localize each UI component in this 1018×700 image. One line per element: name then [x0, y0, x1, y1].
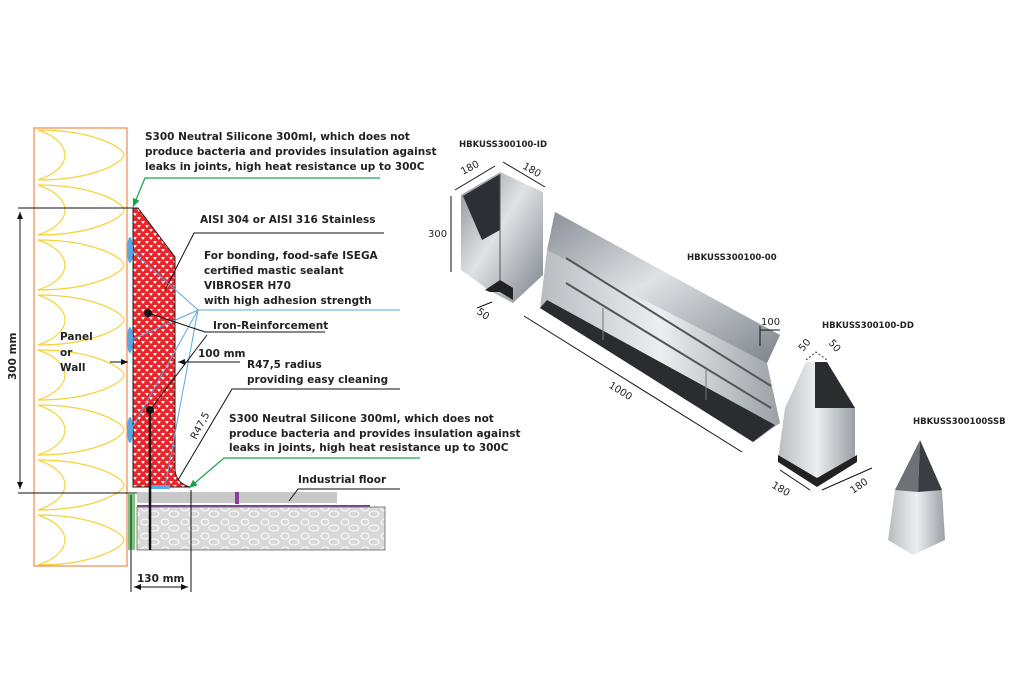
svg-text:300: 300: [428, 229, 447, 240]
stainless-callout: AISI 304 or AISI 316 Stainless: [164, 214, 384, 291]
svg-text:180: 180: [848, 476, 870, 496]
product-outer-corner: HBKUSS300100-DD 50 50 180 180: [770, 321, 914, 499]
svg-text:Iron-Reinforcement: Iron-Reinforcement: [213, 320, 328, 332]
svg-text:Industrial floor: Industrial floor: [298, 474, 387, 486]
dimension-100: 100 mm: [110, 348, 246, 365]
svg-text:100 mm: 100 mm: [198, 348, 246, 360]
svg-text:R47,5: R47,5: [189, 410, 212, 441]
inner-corner-code: HBKUSS300100-ID: [459, 140, 547, 150]
dim-130-label: 130 mm: [137, 573, 185, 585]
radius-callout: R47,5 radius providing easy cleaning R47…: [177, 359, 400, 481]
dimension-300: 300 mm: [7, 207, 137, 494]
sealant-beads: [127, 237, 170, 489]
outer-corner-code: HBKUSS300100-DD: [822, 321, 914, 331]
curb-section: [132, 207, 191, 488]
sealant-callout: For bonding, food-safe ISEGA certified m…: [130, 249, 400, 488]
svg-text:S300 Neutral Silicone 300ml, w: S300 Neutral Silicone 300ml, which does …: [145, 131, 440, 173]
svg-text:S300 Neutral Silicone 300ml, w: S300 Neutral Silicone 300ml, which does …: [229, 413, 524, 454]
floor-build-up: [128, 492, 386, 551]
svg-text:180: 180: [459, 159, 481, 178]
reinforcement-callout: Iron-Reinforcement: [147, 312, 328, 411]
floor-callout: Industrial floor: [288, 474, 400, 502]
svg-text:50: 50: [474, 306, 491, 322]
product-straight: HBKUSS300100-00 1000 100: [523, 212, 780, 453]
svg-text:180: 180: [521, 161, 543, 180]
svg-text:50: 50: [797, 337, 814, 354]
product-end-cap: HBKUSS300100SSB: [888, 417, 1006, 555]
svg-text:R47,5 radius providing e: R47,5 radius providing easy cleaning: [247, 359, 388, 386]
product-inner-corner: HBKUSS300100-ID 180 180 300 50: [428, 140, 547, 323]
silicone-top-callout: S300 Neutral Silicone 300ml, which does …: [132, 131, 440, 208]
straight-code: HBKUSS300100-00: [687, 253, 777, 263]
svg-text:1000: 1000: [606, 380, 633, 403]
wall-panel: [33, 127, 128, 567]
silicone-bottom-callout: S300 Neutral Silicone 300ml, which does …: [188, 413, 524, 489]
dim-300-label: 300 mm: [7, 332, 19, 380]
svg-text:50: 50: [826, 338, 843, 355]
svg-text:180: 180: [770, 480, 792, 499]
svg-text:AISI 304 or AISI 316 Stainless: AISI 304 or AISI 316 Stainless: [200, 214, 375, 226]
dimension-130: 130 mm: [130, 490, 192, 592]
wall-label: Panel or Wall: [60, 331, 96, 374]
svg-text:100: 100: [761, 317, 780, 328]
svg-text:For bonding, food-safe ISEGA: For bonding, food-safe ISEGA certified m…: [204, 250, 381, 307]
end-cap-code: HBKUSS300100SSB: [913, 417, 1006, 427]
